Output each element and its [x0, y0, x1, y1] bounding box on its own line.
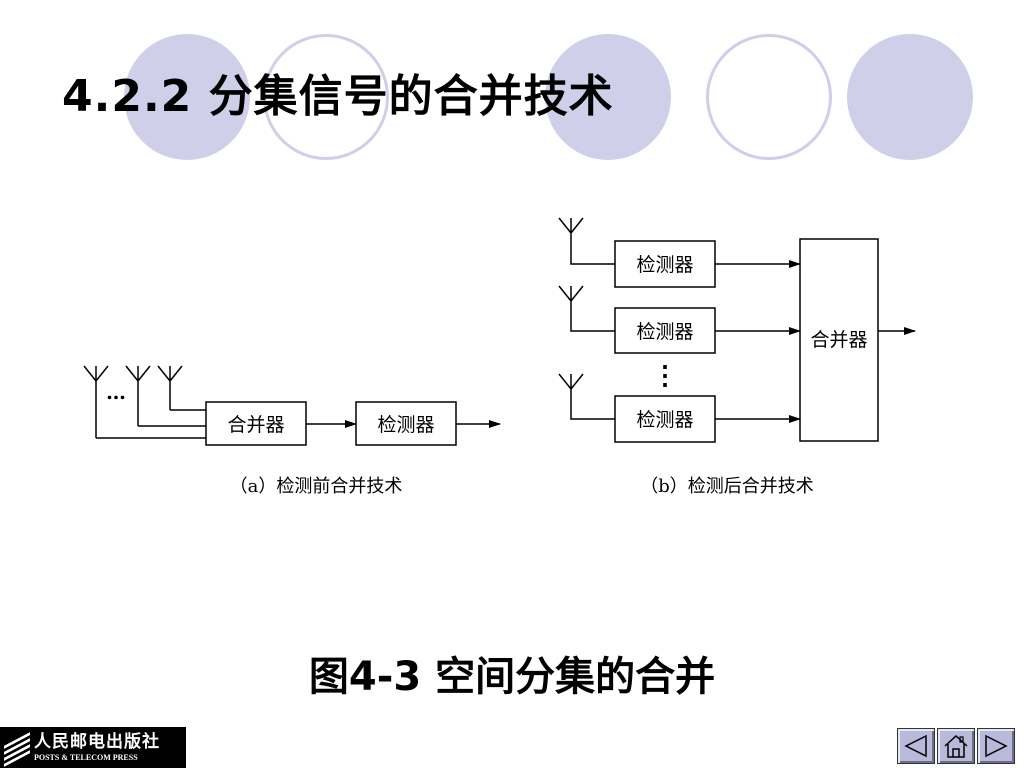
publisher-name-cn: 人民邮电出版社	[34, 731, 160, 752]
triangle-right-icon	[985, 734, 1008, 758]
combiner-label-a: 合并器	[227, 414, 284, 436]
diagram-b-post-detection	[558, 217, 916, 443]
triangle-left-icon	[904, 734, 927, 758]
decor-ring-1	[263, 34, 389, 160]
slide-navigation	[897, 728, 1015, 764]
antenna-icon	[558, 285, 615, 332]
previous-slide-button[interactable]	[897, 728, 935, 764]
publisher-logo: 人民邮电出版社 POSTS & TELECOM PRESS	[0, 727, 186, 768]
decor-circle-1	[124, 34, 250, 160]
detector-label-b1: 检测器	[636, 254, 693, 276]
detector-label-a: 检测器	[377, 414, 434, 436]
next-slide-button[interactable]	[977, 728, 1015, 764]
diagram-a-pre-detection	[83, 365, 501, 446]
antenna-icon	[125, 365, 151, 426]
detector-label-b3: 检测器	[636, 409, 693, 431]
antenna-ellipsis: …	[106, 380, 126, 404]
publisher-name-en: POSTS & TELECOM PRESS	[34, 752, 138, 762]
antenna-icon	[558, 373, 615, 420]
decor-circle-2	[545, 34, 671, 160]
combiner-box-b	[799, 238, 879, 442]
caption-a: （a）检测前合并技术	[230, 476, 403, 497]
decor-ring-2	[706, 34, 832, 160]
antenna-icon	[558, 217, 615, 265]
slide-title: 4.2.2 分集信号的合并技术	[62, 71, 614, 122]
combiner-label-b: 合并器	[810, 329, 867, 351]
antenna-icon	[157, 365, 183, 410]
detector-label-b2: 检测器	[636, 321, 693, 343]
decor-circle-3	[847, 34, 973, 160]
caption-b: （b）检测后合并技术	[640, 476, 814, 497]
vertical-ellipsis: ⋮	[652, 361, 678, 391]
home-icon	[944, 734, 968, 758]
figure-caption: 图4-3 空间分集的合并	[308, 654, 716, 700]
home-button[interactable]	[937, 728, 975, 764]
antenna-icon	[83, 365, 109, 438]
publisher-mark-icon	[0, 727, 34, 768]
